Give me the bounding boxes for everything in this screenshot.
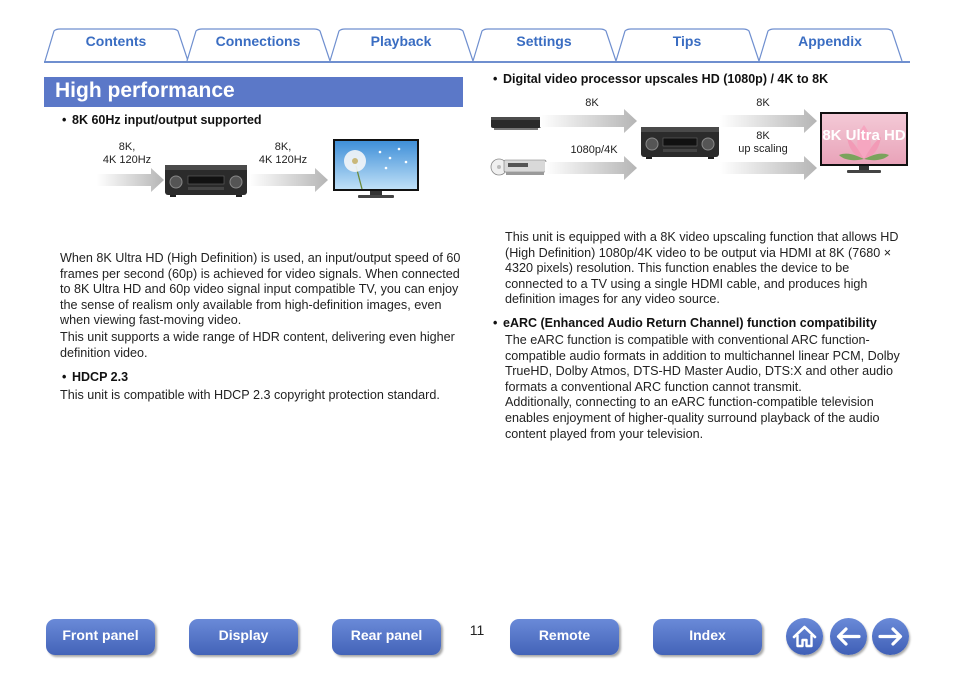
left-para1-line2: frames per second (60p) is achieved for … [60, 266, 460, 281]
right-para1-line2: (High Definition) 1080p/4K video to be o… [505, 245, 892, 260]
tab-outline-contents [44, 28, 189, 62]
remote-button[interactable]: Remote [510, 619, 619, 655]
back-arrow-icon [836, 627, 861, 646]
home-button[interactable] [786, 618, 823, 655]
right-para1-line3: 4320 pixels) resolution. This function e… [505, 261, 850, 276]
diagram2-upscale-label-line1: 8K [756, 130, 770, 142]
tab-outlines [44, 28, 903, 62]
left-paragraph-hdcp: This unit is compatible with HDCP 2.3 co… [60, 388, 470, 404]
right-paragraph-earc: The eARC function is compatible with con… [505, 333, 910, 442]
diagram2-1080-input-arrow [545, 156, 637, 180]
left-para2-line2: definition video. [60, 345, 148, 360]
home-icon [792, 625, 817, 648]
right-paragraph-upscale: This unit is equipped with a 8K video up… [505, 230, 910, 308]
diagram2-8k-output-arrow [720, 109, 817, 133]
diagram2-upscale-label-line2: up scaling [738, 143, 788, 155]
disc-player-icon [490, 158, 547, 176]
right-para2-line4: formats a conventional ARC function cann… [505, 379, 802, 394]
right-para2-line2: compatible audio formats in addition to … [505, 348, 900, 363]
tab-connections[interactable]: Connections [215, 33, 301, 49]
right-para1-line5: definition images for any video source. [505, 292, 720, 307]
left-para1-line1: When 8K Ultra HD (High Definition) is us… [60, 251, 461, 265]
right-para2-line6: enables enjoyment of higher-quality surr… [505, 410, 880, 425]
right-para1-line4: connected to a TV using a single HDMI ca… [505, 276, 868, 291]
diagram2-8k-input-arrow [540, 109, 637, 133]
right-para2-line7: content played from your television. [505, 426, 704, 441]
left-para1-line5: when viewing fast-moving video. [60, 313, 242, 328]
tab-outline-connections [186, 28, 331, 62]
forward-arrow-icon [878, 627, 903, 646]
right-para2-line1: The eARC function is compatible with con… [505, 333, 870, 347]
diagram1-input-label: 8K, 4K 120Hz [96, 141, 158, 167]
diagram1-output-arrow [249, 168, 328, 192]
right-para2-line5: Additionally, connecting to an eARC func… [505, 395, 874, 410]
bluray-player-icon [491, 117, 541, 130]
tab-outline-playback [329, 28, 474, 62]
bullet-8k-60hz: •8K 60Hz input/output supported [62, 113, 262, 127]
bullet-upscale-text: Digital video processor upscales HD (108… [503, 72, 829, 86]
tab-outline-tips [615, 28, 760, 62]
top-tab-bar: Contents Connections Playback Settings T… [44, 28, 910, 62]
diagram1-output-label-line2: 4K 120Hz [258, 154, 308, 166]
page-number: 11 [469, 622, 485, 638]
bullet-earc-text: eARC (Enhanced Audio Return Channel) fun… [503, 316, 877, 330]
forward-button[interactable] [872, 618, 909, 655]
bullet-earc: •eARC (Enhanced Audio Return Channel) fu… [493, 316, 877, 330]
tab-underline [44, 61, 910, 63]
left-paragraph-hdr: This unit supports a wide range of HDR c… [60, 330, 470, 361]
bullet-8k-60hz-text: 8K 60Hz input/output supported [72, 113, 262, 127]
section-title: High performance [44, 77, 463, 107]
front-panel-button[interactable]: Front panel [46, 619, 155, 655]
left-para1-line4: the sense of realism only available from… [60, 297, 442, 312]
display-button[interactable]: Display [189, 619, 298, 655]
diagram1-output-label: 8K, 4K 120Hz [252, 141, 314, 167]
index-button[interactable]: Index [653, 619, 762, 655]
left-paragraph-8k: When 8K Ultra HD (High Definition) is us… [60, 251, 470, 329]
back-button[interactable] [830, 618, 867, 655]
diagram1-output-label-line1: 8K, [274, 141, 292, 153]
diagram2-1080-label: 1080p/4K [570, 144, 618, 156]
bullet-upscale: •Digital video processor upscales HD (10… [493, 72, 829, 86]
diagram1-input-label-line1: 8K, [118, 141, 136, 153]
diagram2-8k-input-label: 8K [585, 97, 599, 109]
tab-playback[interactable]: Playback [370, 33, 432, 49]
tab-outline-appendix [758, 28, 903, 62]
tv-8k-ultra-hd-text: 8K Ultra HD [822, 127, 906, 144]
tab-appendix[interactable]: Appendix [798, 33, 862, 49]
diagram1-input-arrow [97, 168, 164, 192]
bullet-hdcp: •HDCP 2.3 [62, 370, 129, 384]
diagram2-upscale-label: 8K up scaling [730, 130, 796, 156]
diagram2-upscale-arrow [720, 156, 817, 180]
diagram2-8k-output-label: 8K [756, 97, 770, 109]
tab-tips[interactable]: Tips [672, 33, 702, 49]
av-receiver-icon [165, 165, 247, 197]
rear-panel-button[interactable]: Rear panel [332, 619, 441, 655]
right-para2-line3: TrueHD, Dolby Atmos, DTS-HD Master Audio… [505, 364, 893, 379]
left-para1-line3: to 8K Ultra HD and 60p video signal inpu… [60, 282, 459, 297]
tv-dandelion-icon [333, 139, 419, 198]
bullet-hdcp-text: HDCP 2.3 [72, 370, 129, 384]
tab-outline-settings [472, 28, 617, 62]
right-para1-line1: This unit is equipped with a 8K video up… [505, 230, 899, 244]
diagram1-input-label-line2: 4K 120Hz [102, 154, 152, 166]
left-para2-line1: This unit supports a wide range of HDR c… [60, 330, 455, 344]
tab-contents[interactable]: Contents [85, 33, 147, 49]
left-para3-line1: This unit is compatible with HDCP 2.3 co… [60, 388, 440, 402]
tab-settings[interactable]: Settings [516, 33, 572, 49]
av-receiver-icon-2 [641, 127, 719, 159]
tv-lotus-icon: 8K Ultra HD [820, 112, 908, 173]
